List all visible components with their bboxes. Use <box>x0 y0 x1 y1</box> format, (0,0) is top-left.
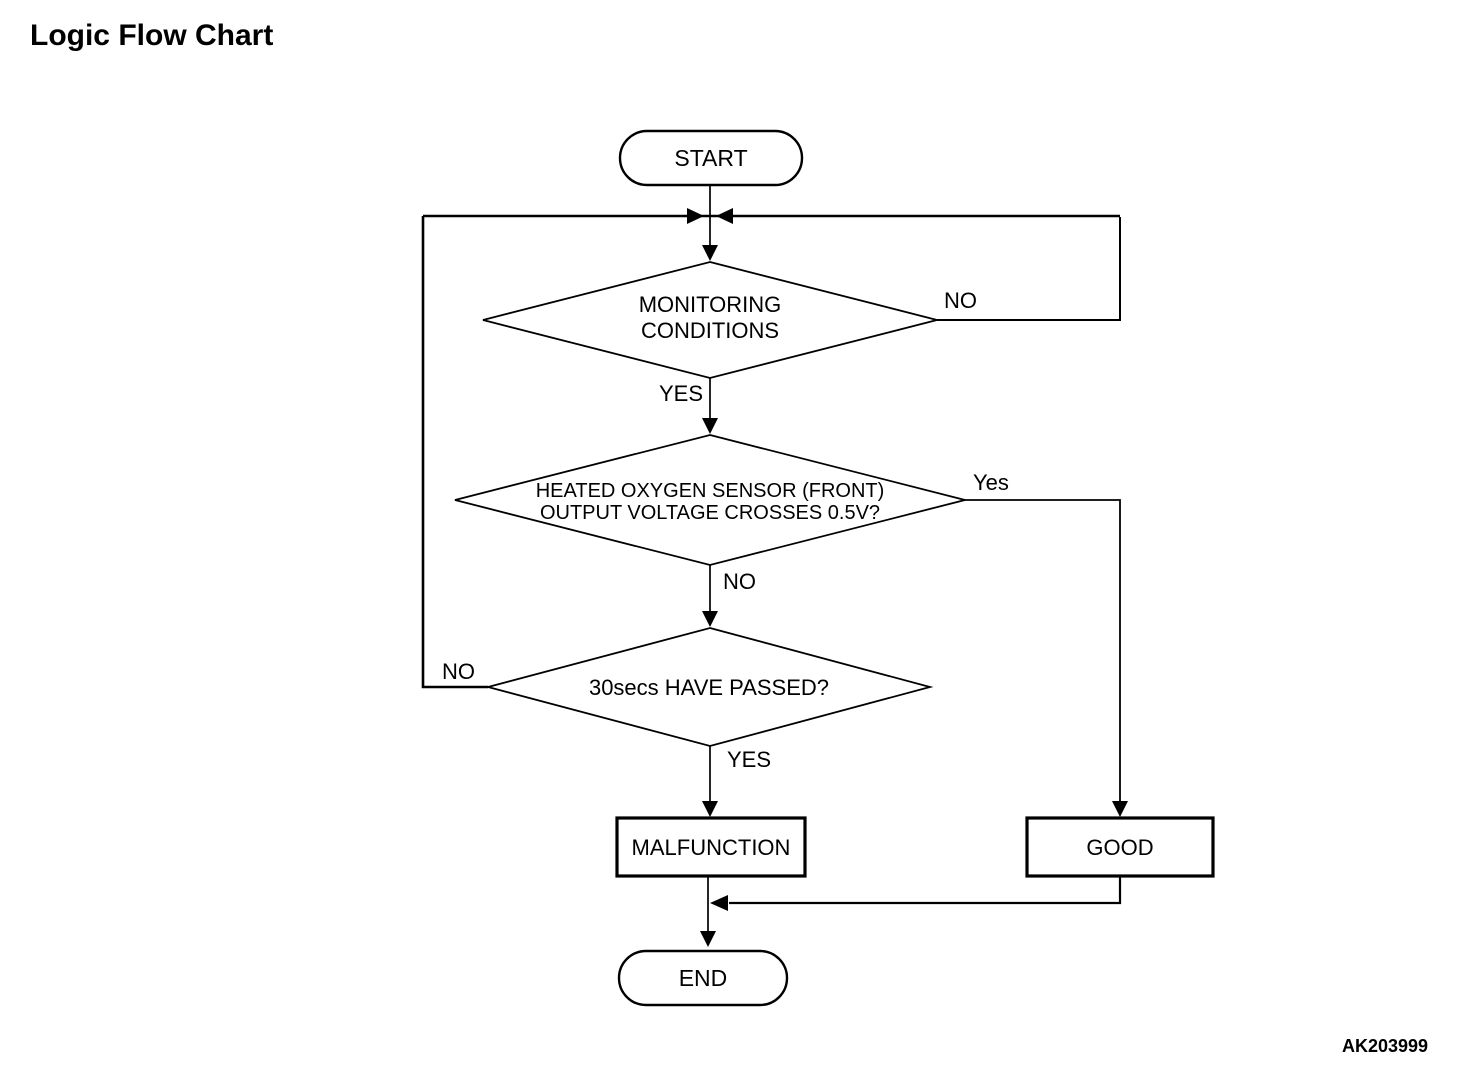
monitoring-no-branch-label: NO <box>944 288 977 313</box>
decision-timer-label: 30secs HAVE PASSED? <box>589 675 829 700</box>
timer-no-branch-label: NO <box>442 659 475 684</box>
arrowhead-into-timer-icon <box>702 611 718 627</box>
connector-good-to-end-merge <box>729 876 1122 905</box>
arrowhead-into-sensor-icon <box>702 418 718 434</box>
start-label: START <box>674 145 747 171</box>
connector-sensor-yes <box>965 499 1121 801</box>
decision-sensor-label-line1: HEATED OXYGEN SENSOR (FRONT) <box>536 480 885 502</box>
monitoring-no-return-line <box>937 217 1121 321</box>
figure-code: AK203999 <box>1342 1036 1428 1056</box>
good-node <box>1025 816 1215 878</box>
malfunction-label: MALFUNCTION <box>632 835 791 860</box>
arrowhead-into-monitoring-icon <box>702 245 718 261</box>
merge-left-arrowhead-icon <box>716 208 733 224</box>
start-node <box>618 129 804 187</box>
decision-monitoring-label-line2: CONDITIONS <box>641 318 779 343</box>
end-label: END <box>679 965 728 991</box>
decision-30secs-passed <box>484 627 934 747</box>
decision-monitoring-conditions <box>482 261 938 379</box>
end-node <box>617 949 789 1007</box>
page-title: Logic Flow Chart <box>30 19 273 52</box>
malfunction-node <box>615 816 807 878</box>
loop-left-line <box>421 216 488 689</box>
decision-sensor-label-line2: OUTPUT VOLTAGE CROSSES 0.5V? <box>540 502 880 524</box>
good-label: GOOD <box>1086 835 1153 860</box>
arrowhead-into-end-icon <box>700 931 716 947</box>
sensor-yes-branch-label: Yes <box>973 470 1009 495</box>
sensor-no-branch-label: NO <box>723 569 756 594</box>
merge-right-arrowhead-icon <box>687 208 704 224</box>
monitoring-yes-branch-label: YES <box>659 381 703 406</box>
arrowhead-into-malfunction-icon <box>702 801 718 817</box>
arrowhead-into-good-icon <box>1112 801 1128 817</box>
decision-monitoring-label-line1: MONITORING <box>639 292 782 317</box>
decision-oxygen-sensor <box>454 434 966 566</box>
end-merge-left-arrowhead-icon <box>710 895 728 911</box>
timer-yes-branch-label: YES <box>727 747 771 772</box>
